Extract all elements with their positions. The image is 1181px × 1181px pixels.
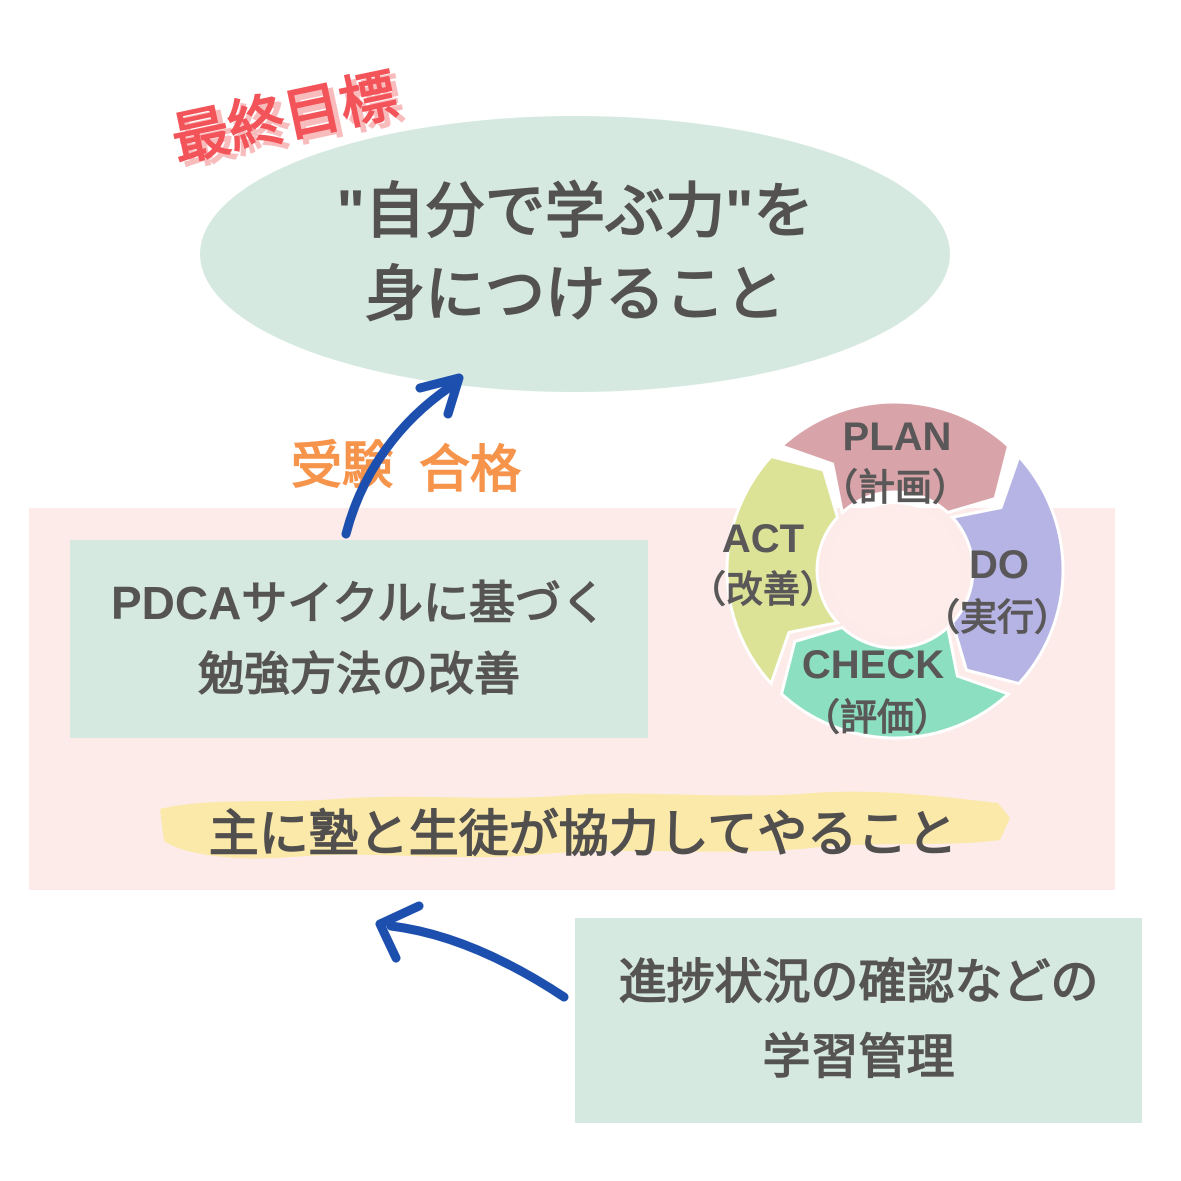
pass-label: 合格: [419, 441, 522, 498]
pdca-method-box: PDCAサイクルに基づく 勉強方法の改善: [70, 540, 648, 738]
plan-label-en: PLAN: [843, 415, 952, 459]
wheel-hole: [829, 504, 961, 636]
pdca-wheel: PLAN （計画） DO （実行） CHECK （評価） ACT （改善）: [689, 400, 1071, 740]
exam-label: 受験: [291, 437, 394, 494]
arrow-left-shaft: [386, 921, 569, 1002]
goal-text-line1: "自分で学ぶ力"を: [336, 178, 814, 246]
do-label-en: DO: [969, 543, 1029, 587]
pdca-segment-act: [725, 454, 841, 687]
management-box: 進捗状況の確認などの 学習管理: [575, 918, 1142, 1123]
pdca-segment-do: [949, 453, 1065, 686]
act-label-jp: （改善）: [689, 569, 837, 610]
management-box-line2: 学習管理: [762, 1030, 955, 1084]
collaboration-note: 主に塾と生徒が協力してやること: [208, 806, 958, 862]
check-label-jp: （評価）: [803, 697, 951, 738]
goal-ellipse: "自分で学ぶ力"を 身につけること: [200, 116, 950, 392]
pdca-segment-check: [779, 624, 1012, 740]
act-label-en: ACT: [722, 517, 804, 561]
pdca-box-line2: 勉強方法の改善: [198, 648, 520, 700]
management-box-line1: 進捗状況の確認などの: [618, 956, 1099, 1010]
plan-label-jp: （計画）: [821, 467, 969, 508]
do-label-jp: （実行）: [923, 597, 1071, 638]
highlight-brush-shape: [160, 791, 1010, 859]
arrow-left-head: [375, 901, 424, 963]
check-label-en: CHECK: [802, 643, 944, 687]
pdca-box-line1: PDCAサイクルに基づく: [110, 576, 608, 629]
goal-text-line2: 身につけること: [365, 261, 785, 328]
highlight-stroke: [160, 791, 1010, 859]
pdca-segment-plan: [778, 400, 1011, 516]
